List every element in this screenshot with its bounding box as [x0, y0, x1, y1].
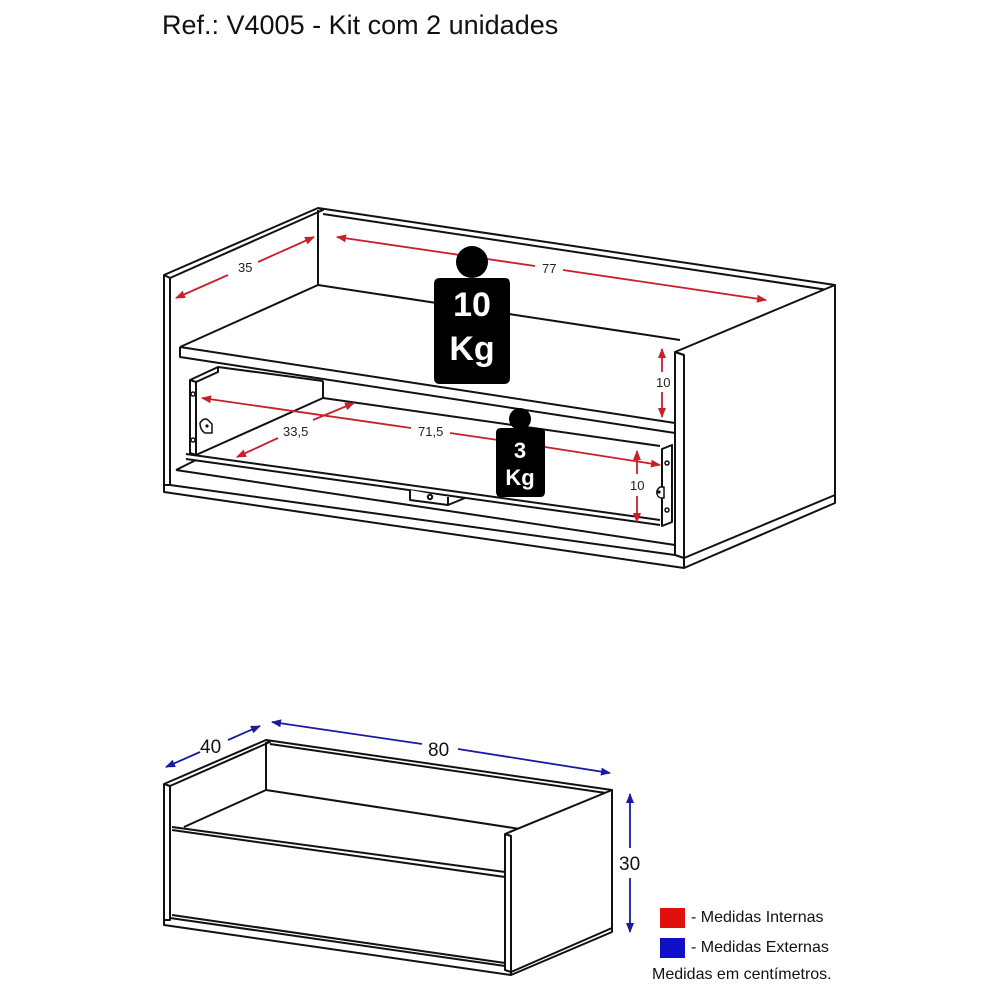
shelf-weight-value: 10 [453, 286, 491, 324]
weight-icon [496, 408, 545, 497]
legend: - Medidas Internas - Medidas Externas Me… [652, 906, 832, 984]
legend-label: - Medidas Externas [691, 939, 829, 956]
drawer-weight-value: 3 [514, 438, 526, 463]
weight-icon [434, 246, 510, 384]
weight-badge-shelf: 10 Kg [434, 246, 510, 384]
weight-badge-drawer: 3 Kg [496, 408, 545, 497]
internal-dimension-arrows [175, 234, 767, 523]
bottom-cabinet-drawing [163, 739, 613, 976]
dim-shelf-depth: 35 [238, 260, 252, 275]
drawer-weight-unit: Kg [505, 465, 534, 490]
red-swatch-icon [660, 908, 685, 928]
legend-item-external: - Medidas Externas [652, 936, 832, 960]
external-dimension-arrows [165, 719, 634, 933]
dim-shelf-clearance: 10 [656, 375, 670, 390]
dim-external-height: 30 [619, 854, 640, 875]
dim-drawer-width: 71,5 [418, 424, 443, 439]
dim-drawer-depth: 33,5 [283, 424, 308, 439]
dim-shelf-width: 77 [542, 261, 556, 276]
units-note: Medidas em centímetros. [652, 966, 832, 983]
dim-drawer-height: 10 [630, 478, 644, 493]
dim-external-depth: 40 [200, 737, 221, 758]
blue-swatch-icon [660, 938, 685, 958]
top-cabinet-drawing [163, 207, 836, 569]
shelf-weight-unit: Kg [449, 330, 494, 368]
external-dimension-labels: 40 80 30 [200, 737, 640, 875]
internal-dimension-labels: 35 77 10 33,5 71,5 10 [238, 260, 670, 493]
page-title: Ref.: V4005 - Kit com 2 unidades [162, 10, 559, 40]
legend-item-internal: - Medidas Internas [652, 906, 832, 930]
legend-label: - Medidas Internas [691, 909, 824, 926]
dim-external-width: 80 [428, 740, 449, 761]
